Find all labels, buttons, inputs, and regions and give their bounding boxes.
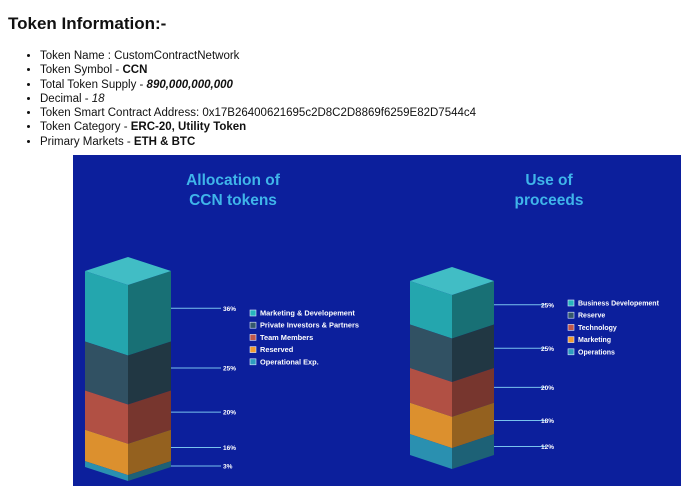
primary-markets-value: ETH & BTC	[133, 135, 196, 148]
proceeds-legend-label: Operations	[578, 349, 615, 356]
page-heading: Token Information:-	[8, 14, 167, 33]
allocation-legend-label: Team Members	[260, 333, 313, 342]
proceeds-segment-right-face	[452, 324, 494, 382]
infographic-background	[73, 155, 681, 486]
token-infographic: Allocation of CCN tokens 36% Marketing & De…	[73, 155, 681, 486]
decimal-label: Decimal -	[40, 92, 92, 105]
allocation-stack-top-face	[85, 257, 171, 285]
allocation-legend-swatch	[249, 334, 257, 341]
proceeds-percent-label: 20%	[541, 385, 554, 392]
proceeds-legend-swatch	[567, 299, 575, 307]
allocation-percent-label: 16%	[223, 445, 236, 452]
proceeds-legend-label: Business Developement	[578, 301, 660, 308]
proceeds-chart-title-line: Use of	[525, 172, 573, 189]
proceeds-legend-label: Technology	[578, 325, 617, 332]
allocation-segment-left-face	[85, 429, 128, 476]
proceeds-legend-swatch	[567, 348, 575, 356]
decimal-item: Decimal - 18	[40, 92, 476, 106]
allocation-segment-right-face	[128, 390, 171, 444]
allocation-legend-swatch	[249, 358, 257, 366]
token-name-value: CustomContractNetwork	[114, 50, 240, 62]
allocation-segment-right-face	[128, 271, 171, 356]
proceeds-segment-right-face	[452, 434, 494, 469]
allocation-legend-label: Reserved	[260, 345, 294, 354]
allocation-segment-left-face	[85, 341, 128, 405]
proceeds-percent-label: 25%	[541, 302, 554, 309]
allocation-percent-label: 36%	[223, 306, 236, 313]
proceeds-stack-top-face	[410, 267, 494, 295]
allocation-percent-label: 25%	[223, 366, 236, 373]
token-symbol-value: CCN	[122, 64, 148, 77]
allocation-percent-label: 20%	[223, 410, 236, 417]
contract-address-item: Token Smart Contract Address: 0x17B26400…	[40, 106, 476, 120]
proceeds-legend-label: Marketing	[578, 337, 611, 344]
token-category-value: ERC-20, Utility Token	[130, 121, 247, 134]
allocation-legend-label: Private Investors & Partners	[260, 321, 359, 330]
contract-address-value: 0x17B26400621695c2D8C2D8869f6259E82D7544…	[202, 107, 477, 120]
allocation-legend-swatch	[249, 346, 257, 353]
token-category-label: Token Category -	[40, 121, 131, 134]
proceeds-legend-swatch	[567, 336, 575, 343]
proceeds-segment-left-face	[410, 324, 452, 382]
proceeds-segment-left-face	[410, 281, 452, 339]
allocation-segment-right-face	[128, 429, 171, 476]
allocation-legend-label: Operational Exp.	[260, 357, 319, 366]
proceeds-segment-right-face	[452, 368, 494, 417]
decimal-value: 18	[91, 92, 105, 105]
total-supply-label: Total Token Supply -	[40, 78, 147, 91]
allocation-chart-title-line: Allocation of	[186, 172, 281, 189]
allocation-percent-label: 3%	[223, 464, 233, 471]
proceeds-segment-left-face	[410, 368, 452, 417]
proceeds-segment-left-face	[410, 402, 452, 449]
allocation-segment-left-face	[85, 271, 128, 356]
total-supply-item: Total Token Supply - 890,000,000,000	[40, 78, 476, 92]
proceeds-chart-title-line: proceeds	[515, 192, 584, 209]
token-name-label: Token Name :	[40, 50, 115, 62]
proceeds-segment-right-face	[452, 402, 494, 449]
proceeds-percent-label: 18%	[541, 418, 554, 425]
allocation-chart-title-line: CCN tokens	[189, 192, 277, 209]
allocation-legend-swatch	[249, 309, 257, 317]
allocation-segment-right-face	[128, 461, 171, 481]
proceeds-segment-right-face	[452, 281, 494, 339]
total-supply-value: 890,000,000,000	[146, 78, 233, 91]
token-category-item: Token Category - ERC-20, Utility Token	[40, 120, 476, 134]
proceeds-percent-label: 12%	[541, 444, 554, 451]
proceeds-segment-left-face	[410, 434, 452, 469]
allocation-segment-left-face	[85, 390, 128, 444]
allocation-segment-left-face	[85, 461, 128, 481]
allocation-legend-label: Marketing & Developement	[260, 309, 355, 318]
primary-markets-label: Primary Markets -	[40, 135, 134, 148]
primary-markets-item: Primary Markets - ETH & BTC	[40, 135, 476, 149]
proceeds-legend-swatch	[567, 311, 575, 319]
token-symbol-item: Token Symbol - CCN	[40, 63, 476, 77]
token-name-item: Token Name : CustomContractNetwork	[40, 49, 476, 63]
proceeds-legend-swatch	[567, 324, 575, 331]
token-symbol-label: Token Symbol -	[40, 64, 123, 77]
token-info-list: Token Name : CustomContractNetwork Token…	[22, 49, 476, 149]
proceeds-percent-label: 25%	[541, 346, 554, 353]
allocation-legend-swatch	[249, 321, 257, 329]
proceeds-legend-label: Reserve	[578, 313, 605, 320]
contract-address-label: Token Smart Contract Address:	[40, 107, 203, 120]
allocation-segment-right-face	[128, 341, 171, 405]
